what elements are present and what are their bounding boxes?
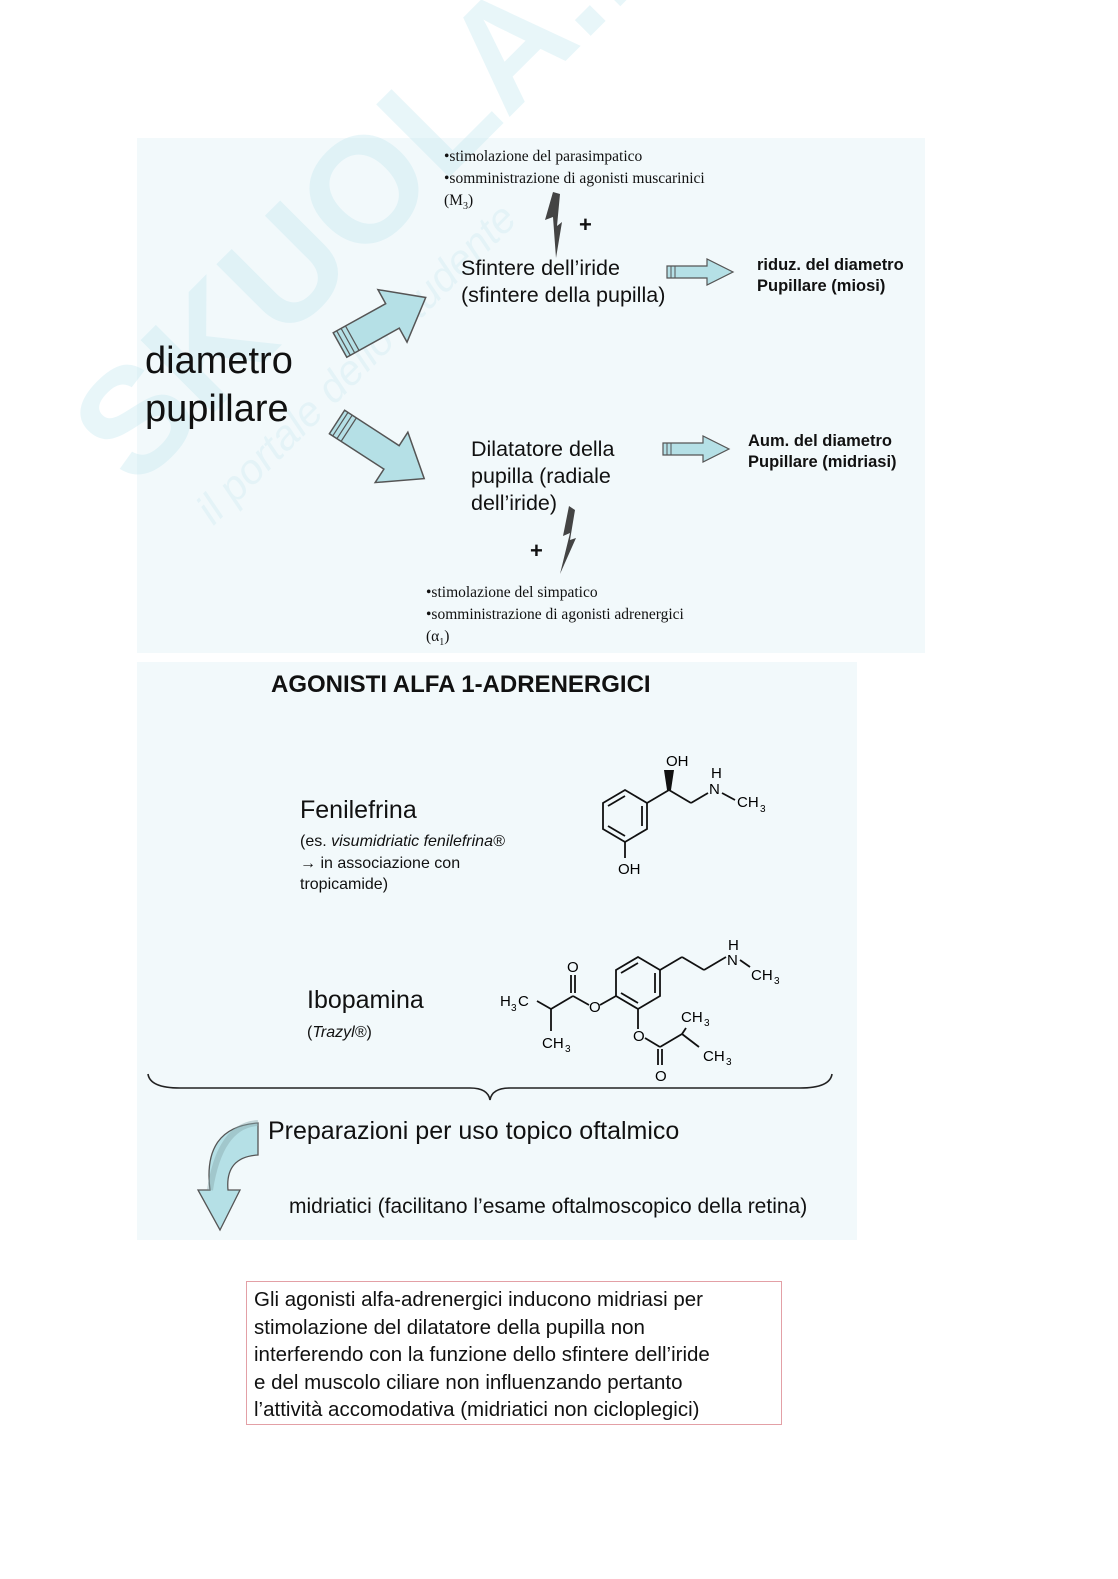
svg-text:OH: OH xyxy=(666,753,689,770)
upper-muscle: Sfintere dell’iride (sfintere della pupi… xyxy=(461,255,665,309)
svg-text:O: O xyxy=(567,959,579,976)
svg-text:CH: CH xyxy=(681,1009,703,1026)
svg-text:CH: CH xyxy=(542,1035,564,1052)
svg-text:C: C xyxy=(518,993,529,1010)
svg-text:3: 3 xyxy=(726,1057,732,1068)
svg-text:3: 3 xyxy=(565,1044,571,1055)
svg-text:O: O xyxy=(589,999,601,1016)
svg-text:OH: OH xyxy=(618,861,641,878)
brace-icon xyxy=(147,1073,833,1101)
lower-bullet-2: •somministrazione di agonisti adrenergic… xyxy=(426,606,684,623)
topical-use-detail: midriatici (facilitano l’esame oftalmosc… xyxy=(289,1195,808,1218)
svg-text:CH: CH xyxy=(751,967,773,984)
note-line-4: e del muscolo ciliare non influenzando p… xyxy=(254,1370,683,1394)
note-line-5: l’attività accomodativa (midriatici non … xyxy=(254,1398,700,1421)
lower-bullet-1: •stimolazione del simpatico xyxy=(426,584,598,601)
note-line-3: interferendo con la funzione dello sfint… xyxy=(254,1343,710,1366)
curved-arrow-icon xyxy=(196,1120,259,1232)
upper-receptor: (M3) xyxy=(444,192,474,213)
lower-receptor: (α1) xyxy=(426,628,450,649)
main-label-line1: diametro xyxy=(145,340,293,382)
svg-text:N: N xyxy=(709,781,720,798)
summary-note-box: Gli agonisti alfa-adrenergici inducono m… xyxy=(246,1281,782,1425)
fenilefrina-structure: OH H N CH 3 OH xyxy=(602,753,766,878)
upper-stimuli: •stimolazione del parasimpatico •sommini… xyxy=(444,146,705,218)
svg-text:3: 3 xyxy=(704,1018,710,1029)
down-arrow-icon xyxy=(328,409,426,484)
watermark-logo: SKUOLA.net il portale dello studente xyxy=(39,0,794,533)
ibopamina-structure: O O H 3 C CH 3 H N CH 3 O CH 3 CH 3 O xyxy=(500,937,780,1085)
svg-text:N: N xyxy=(727,952,738,969)
up-arrow-icon xyxy=(332,288,427,359)
upper-muscle-line1: Sfintere dell’iride xyxy=(461,256,620,280)
main-label-line2: pupillare xyxy=(145,388,289,430)
upper-plus: + xyxy=(579,212,592,237)
note-line-2: stimolazione del dilatatore della pupill… xyxy=(254,1315,645,1339)
lower-muscle-line2: pupilla (radiale xyxy=(471,464,611,488)
miosis-arrow-icon xyxy=(666,258,735,286)
upper-bullet-2: •somministrazione di agonisti muscarinic… xyxy=(444,170,705,187)
lower-effect-line2: Pupillare (midriasi) xyxy=(748,453,897,471)
mydriasis-arrow-icon xyxy=(662,435,731,463)
lightning-bolt-lower-icon xyxy=(560,506,576,574)
upper-effect-line1: riduz. del diametro xyxy=(757,256,904,274)
svg-text:H: H xyxy=(728,937,739,954)
diagram-arrows xyxy=(328,192,735,574)
upper-muscle-line2: (sfintere della pupilla) xyxy=(461,283,666,307)
topical-use-heading: Preparazioni per uso topico oftalmico xyxy=(268,1117,680,1145)
svg-text:3: 3 xyxy=(774,976,780,987)
lower-muscle-line1: Dilatatore della xyxy=(471,437,615,461)
svg-text:CH: CH xyxy=(703,1048,725,1065)
lower-muscle: Dilatatore della pupilla (radiale dell’i… xyxy=(471,436,614,517)
svg-text:3: 3 xyxy=(760,804,766,815)
drug-note-fenilefrina: (es. visumidriatic fenilefrina® → in ass… xyxy=(300,833,505,893)
svg-text:O: O xyxy=(633,1028,645,1045)
note-line-1: Gli agonisti alfa-adrenergici inducono m… xyxy=(254,1288,703,1311)
lower-plus: + xyxy=(530,538,543,563)
drug-note-ibopamina: (Trazyl®) xyxy=(307,1024,372,1041)
upper-diagram-panel xyxy=(137,138,925,653)
main-label: diametro pupillare xyxy=(145,337,293,433)
svg-text:H: H xyxy=(711,765,722,782)
lower-effect: Aum. del diametro Pupillare (midriasi) xyxy=(748,431,897,473)
lower-muscle-line3: dell’iride) xyxy=(471,491,558,515)
svg-text:3: 3 xyxy=(511,1003,517,1014)
svg-text:O: O xyxy=(655,1068,667,1085)
drug-name-ibopamina: Ibopamina xyxy=(307,986,424,1014)
lightning-bolt-upper-icon xyxy=(545,192,562,258)
lower-stimuli: •stimolazione del simpatico •somministra… xyxy=(426,582,684,654)
svg-text:CH: CH xyxy=(737,794,759,811)
lower-effect-line1: Aum. del diametro xyxy=(748,432,892,450)
drug-name-fenilefrina: Fenilefrina xyxy=(300,796,417,824)
svg-text:H: H xyxy=(500,993,511,1010)
upper-effect: riduz. del diametro Pupillare (miosi) xyxy=(757,255,904,297)
upper-effect-line2: Pupillare (miosi) xyxy=(757,277,886,295)
agonists-heading: AGONISTI ALFA 1-ADRENERGICI xyxy=(271,671,651,698)
upper-bullet-1: •stimolazione del parasimpatico xyxy=(444,148,643,165)
